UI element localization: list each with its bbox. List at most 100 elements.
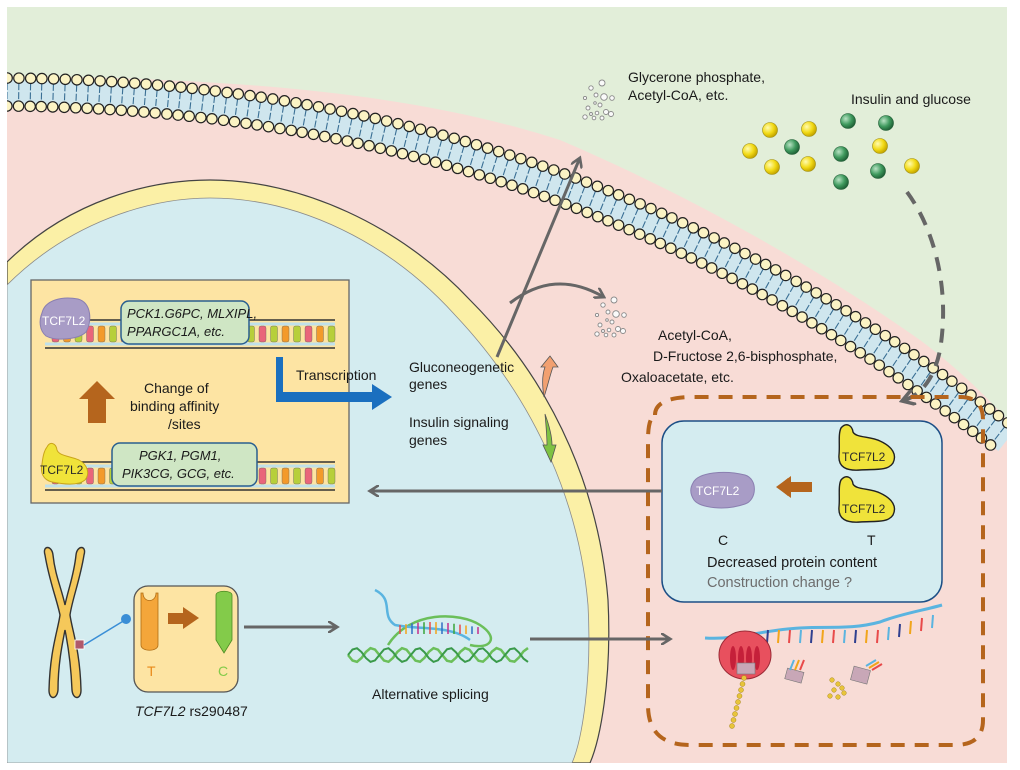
lipid-head-inner: [262, 120, 275, 133]
metabolite-bubble: [593, 101, 597, 105]
lipid-tail: [347, 118, 353, 137]
metabolite-bubble: [594, 312, 600, 318]
lipid-tail: [567, 182, 575, 200]
metabolite-bubble: [582, 95, 588, 101]
insulin-glucose-molecules: [742, 113, 920, 190]
lipid-head-inner: [341, 135, 354, 147]
peptide-chain-bead: [730, 717, 737, 723]
lipid-head-inner: [418, 153, 431, 166]
lipid-tail: [619, 203, 628, 221]
lipid-tail: [682, 232, 692, 249]
lipid-tail: [392, 128, 398, 147]
spliced-loop: [386, 615, 493, 648]
lipid-head-inner: [451, 162, 464, 175]
lipid-head-outer: [645, 202, 657, 215]
lipid-head-outer: [7, 72, 13, 84]
lipid-tail: [713, 247, 723, 264]
lipid-head-inner: [296, 126, 308, 139]
lipid-head-outer: [769, 264, 782, 276]
lipid-head-inner: [726, 272, 738, 285]
tcf7l2-protein-bottom: TCF7L2: [40, 442, 89, 485]
lipid-head-outer: [859, 317, 872, 329]
lipid-head-inner: [385, 145, 398, 157]
lipid-tail: [754, 268, 764, 285]
lipid-tail: [534, 170, 542, 189]
lipid-head-outer: [830, 298, 842, 311]
lipid-tail: [881, 345, 893, 362]
lipid-head-inner: [695, 257, 708, 269]
snp-pointer-line: [83, 619, 126, 646]
lipid-head-outer: [128, 77, 141, 89]
lipid-tail: [993, 426, 1006, 442]
lipid-tail: [200, 94, 205, 113]
lipid-head-inner: [473, 169, 486, 181]
lipid-head-inner: [12, 100, 25, 112]
lipid-head-outer: [266, 93, 279, 105]
lipid-head-inner: [484, 172, 497, 185]
lipid-head-inner: [506, 179, 518, 192]
insulin-molecule: [872, 138, 888, 154]
lipid-head-inner: [736, 278, 749, 290]
lipid-tail: [313, 111, 319, 130]
lipid-head-inner: [104, 103, 116, 116]
lipid-head-outer: [602, 184, 615, 197]
amino-acid: [835, 681, 841, 687]
lipid-head-outer: [536, 160, 549, 172]
snp-box: [133, 585, 239, 693]
lipid-tail: [577, 186, 586, 204]
metabolite-bubble: [597, 322, 603, 328]
tcf7l2-t2-label: TCF7L2: [842, 502, 886, 516]
lipid-head-inner: [69, 101, 82, 114]
snp-pointer-dot: [121, 614, 131, 624]
lipid-head-outer: [347, 107, 359, 120]
base-pair: [86, 325, 94, 343]
lipid-head-outer: [623, 193, 636, 206]
lipid-head-outer: [908, 348, 920, 361]
lipid-tail: [733, 257, 744, 275]
lipid-tail: [414, 133, 420, 152]
lipid-tail: [86, 85, 89, 104]
lipid-head-outer: [800, 281, 813, 293]
lipid-tail: [223, 97, 227, 116]
lipid-head-outer: [718, 237, 731, 249]
lipid-head-outer: [759, 258, 772, 271]
metabolite-bubble: [599, 115, 605, 121]
lipid-tail: [703, 242, 713, 259]
lipid-head-inner: [92, 103, 105, 115]
lipid-head-outer: [840, 305, 852, 317]
lipid-head-outer: [140, 78, 152, 90]
lipid-head-outer: [503, 149, 516, 161]
lipid-head-inner: [35, 100, 47, 113]
metabolite-bubbles-extracellular: [582, 79, 615, 121]
base-pair: [258, 467, 267, 485]
metabolites-in-line3: Oxaloacetate, etc.: [621, 369, 734, 385]
lipid-tail: [966, 405, 978, 421]
snp-label: TCF7L2 rs290487: [135, 703, 248, 719]
base-pair: [97, 467, 106, 485]
tcf7l2-t1-label: TCF7L2: [842, 450, 886, 464]
cytoplasm-arrow: [509, 282, 602, 305]
lipid-head-inner: [58, 101, 71, 114]
lipid-tail: [132, 88, 135, 107]
metabolite-bubble: [594, 331, 600, 337]
transcription-arrow: [276, 357, 392, 410]
mrna-base: [865, 629, 868, 644]
tcf7l2-protein-c: TCF7L2: [690, 471, 755, 509]
lipid-head-inner: [440, 159, 453, 172]
lipid-head-outer: [71, 73, 83, 86]
bottom-genes-line1: PGK1, PGM1,: [139, 448, 221, 463]
mrna-base: [898, 623, 901, 638]
lipid-head-outer: [392, 117, 404, 130]
lipid-head-outer: [47, 73, 60, 85]
lipid-head-inner: [516, 183, 529, 195]
lipid-tail: [380, 125, 387, 144]
metabolites-in-line1: Acetyl-CoA,: [658, 327, 732, 343]
lipid-head-outer: [24, 72, 37, 85]
lipid-head-outer: [290, 96, 302, 109]
metabolite-bubble: [609, 95, 615, 101]
arrow-head: [776, 476, 791, 498]
lipid-head-inner: [527, 186, 540, 199]
extracellular-region: [7, 7, 1007, 420]
lipid-tail: [900, 358, 912, 375]
peptide-chain-bead: [741, 675, 747, 681]
